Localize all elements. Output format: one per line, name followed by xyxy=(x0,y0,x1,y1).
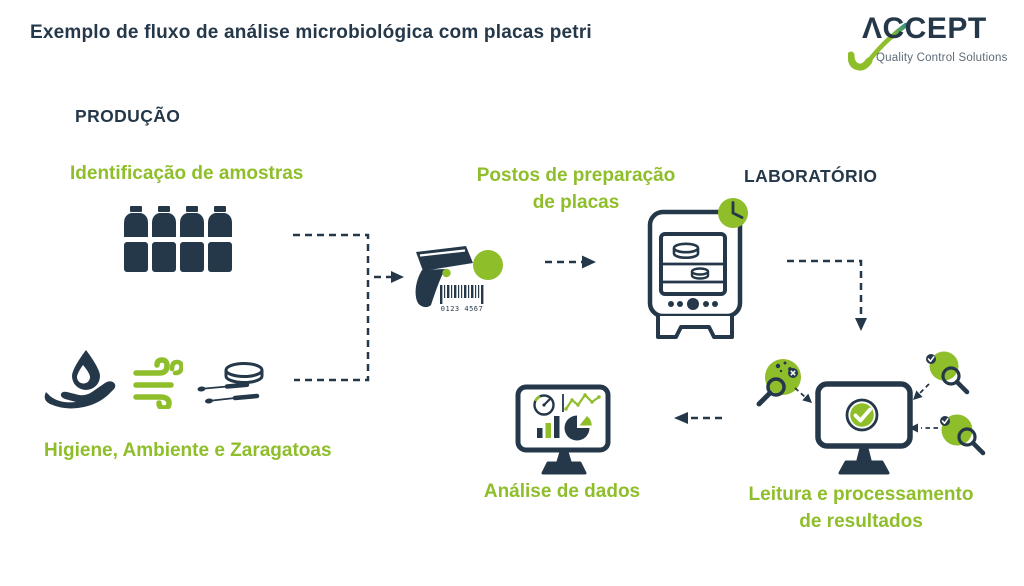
magnifier-microbes-fail-icon xyxy=(756,359,801,407)
checkmark-monitor-icon xyxy=(815,381,913,475)
step-label-leitura: Leitura e processamento de resultados xyxy=(745,481,977,535)
step-label-analise: Análise de dados xyxy=(483,481,641,502)
barcode-scanner-icon: 0123 4567 xyxy=(415,246,503,313)
step-label-postos: Postos de preparação de placas xyxy=(462,162,690,216)
petri-dish-icon xyxy=(672,242,700,254)
charts-monitor-icon xyxy=(515,384,611,475)
air-wind-icon xyxy=(133,357,183,409)
sample-bottles-icon xyxy=(124,206,232,272)
petri-dish-small-icon xyxy=(690,267,710,276)
barcode-number: 0123 4567 xyxy=(441,305,483,313)
page-title: Exemplo de fluxo de análise microbiológi… xyxy=(30,22,592,43)
check-circle-icon xyxy=(845,398,879,432)
connector-samples-merge xyxy=(293,233,370,382)
step-label-postos-line2: de placas xyxy=(532,192,620,213)
step-label-leitura-line2: de resultados xyxy=(799,511,923,532)
scan-status-dot xyxy=(473,250,503,280)
scanner-trigger xyxy=(442,268,451,278)
swab-icon xyxy=(197,382,260,404)
barcode xyxy=(440,285,484,304)
logo-checkmark-swoosh-icon xyxy=(848,22,909,71)
petri-dish-swabs-icon xyxy=(197,362,264,404)
connector-machine-to-reading xyxy=(787,259,863,318)
step-label-identificacao: Identificação de amostras xyxy=(70,163,304,184)
bar-chart-icon xyxy=(537,416,560,438)
logo-wordmark: ΛCCEPT xyxy=(862,12,987,45)
step-label-postos-line1: Postos de preparação xyxy=(476,165,676,186)
line-chart-icon xyxy=(562,393,601,412)
gauge-icon xyxy=(533,394,555,416)
zone-label-producao: PRODUÇÃO xyxy=(75,106,181,126)
plate-prep-machine-icon xyxy=(647,198,748,339)
zone-label-laboratorio: LABORATÓRIO xyxy=(744,166,878,186)
clock-icon xyxy=(718,198,748,228)
magnifier-check-bottom-icon xyxy=(940,414,986,456)
accept-logo: ΛCCEPT Quality Control Solutions xyxy=(848,12,1022,82)
hand-water-drop-icon xyxy=(44,350,116,409)
magnifier-check-top-icon xyxy=(926,351,970,395)
machine-buttons xyxy=(668,298,718,310)
pie-chart-icon xyxy=(564,415,592,441)
logo-tagline: Quality Control Solutions xyxy=(876,52,1008,64)
step-label-leitura-line1: Leitura e processamento xyxy=(748,484,974,505)
step-label-higiene: Higiene, Ambiente e Zaragatoas xyxy=(44,440,332,461)
